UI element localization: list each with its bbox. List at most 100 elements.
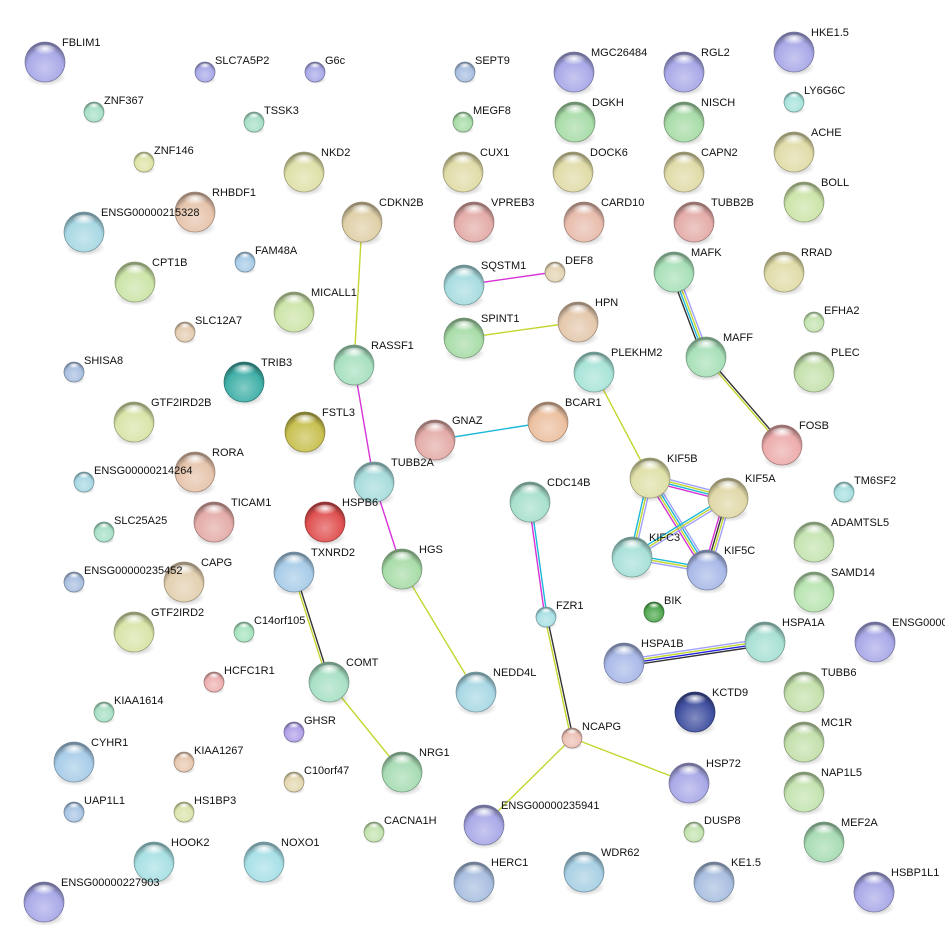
node-kif5a[interactable]: KIF5A <box>707 473 776 522</box>
node-capn2[interactable]: CAPN2 <box>663 147 738 196</box>
node-znf146[interactable]: ZNF146 <box>133 145 194 174</box>
node-hcfc1r1[interactable]: HCFC1R1 <box>203 665 275 694</box>
node-micall1[interactable]: MICALL1 <box>273 287 357 336</box>
node-bcar1[interactable]: BCAR1 <box>527 397 602 446</box>
node-shisa8[interactable]: SHISA8 <box>63 355 123 384</box>
node-cpt1b[interactable]: CPT1B <box>114 257 187 306</box>
node-txnrd2[interactable]: TXNRD2 <box>273 547 355 596</box>
node-ensg0000[interactable]: ENSG0000 <box>854 617 945 666</box>
node-fam48a[interactable]: FAM48A <box>234 245 298 274</box>
node-plekhm2[interactable]: PLEKHM2 <box>573 347 662 396</box>
node-ensg00000235452[interactable]: ENSG00000235452 <box>63 565 182 594</box>
node-ncapg[interactable]: NCAPG <box>561 721 621 750</box>
node-dgkh[interactable]: DGKH <box>554 97 624 146</box>
node-mc1r[interactable]: MC1R <box>783 717 852 766</box>
node-hgs[interactable]: HGS <box>381 544 443 593</box>
node-nedd4l[interactable]: NEDD4L <box>455 667 536 716</box>
node-spint1[interactable]: SPINT1 <box>443 313 520 362</box>
node-mgc26484[interactable]: MGC26484 <box>553 47 647 96</box>
node-dusp8[interactable]: DUSP8 <box>683 815 741 844</box>
node-herc1[interactable]: HERC1 <box>453 857 528 906</box>
node-ensg00000215328[interactable]: ENSG00000215328 <box>63 207 199 256</box>
node-gnaz[interactable]: GNAZ <box>414 415 483 464</box>
node-ly6g6c[interactable]: LY6G6C <box>783 85 845 114</box>
node-rora[interactable]: RORA <box>174 447 244 496</box>
node-vpreb3[interactable]: VPREB3 <box>453 197 534 246</box>
node-efha2[interactable]: EFHA2 <box>803 305 859 334</box>
node-cux1[interactable]: CUX1 <box>442 147 509 196</box>
node-card10[interactable]: CARD10 <box>563 197 644 246</box>
node-fzr1[interactable]: FZR1 <box>535 600 584 629</box>
edge-hspa1b-hspa1a[interactable] <box>623 638 766 667</box>
node-tm6sf2[interactable]: TM6SF2 <box>833 475 896 504</box>
node-nisch[interactable]: NISCH <box>663 97 735 146</box>
node-rassf1[interactable]: RASSF1 <box>333 340 414 389</box>
node-boll[interactable]: BOLL <box>783 177 849 226</box>
node-plec[interactable]: PLEC <box>793 347 860 396</box>
node-capg[interactable]: CAPG <box>163 557 232 606</box>
edge-ncapg-hsp72[interactable] <box>571 737 690 784</box>
node-ticam1[interactable]: TICAM1 <box>193 497 271 546</box>
node-kiaa1614[interactable]: KIAA1614 <box>93 695 164 724</box>
node-slc25a25[interactable]: SLC25A25 <box>93 515 167 544</box>
node-noxo1[interactable]: NOXO1 <box>243 837 320 886</box>
node-bik[interactable]: BIK <box>643 595 682 624</box>
node-hsbp1l1[interactable]: HSBP1L1 <box>853 867 939 916</box>
node-sept9[interactable]: SEPT9 <box>454 55 510 84</box>
node-kif5c[interactable]: KIF5C <box>686 545 755 594</box>
node-tubb2a[interactable]: TUBB2A <box>353 457 434 506</box>
edge-ncapg-ensg00000235941[interactable] <box>483 737 573 826</box>
node-hspa1b[interactable]: HSPA1B <box>603 638 684 687</box>
node-tubb6[interactable]: TUBB6 <box>783 667 856 716</box>
node-hspa1a[interactable]: HSPA1A <box>744 617 825 666</box>
node-cdkn2b[interactable]: CDKN2B <box>341 197 424 246</box>
node-gtf2ird2[interactable]: GTF2IRD2 <box>113 607 204 656</box>
node-adamtsl5[interactable]: ADAMTSL5 <box>793 517 889 566</box>
node-kctd9[interactable]: KCTD9 <box>674 687 748 736</box>
node-fosb[interactable]: FOSB <box>761 420 829 469</box>
node-sqstm1[interactable]: SQSTM1 <box>443 260 526 309</box>
node-rrad[interactable]: RRAD <box>763 247 832 296</box>
node-kiaa1267[interactable]: KIAA1267 <box>173 745 244 774</box>
node-mef2a[interactable]: MEF2A <box>803 817 878 866</box>
edge-fzr1-ncapg[interactable] <box>544 616 574 739</box>
node-slc7a5p2[interactable]: SLC7A5P2 <box>194 55 269 84</box>
node-hspb6[interactable]: HSPB6 <box>304 497 378 546</box>
node-def8[interactable]: DEF8 <box>544 255 593 284</box>
node-trib3[interactable]: TRIB3 <box>223 357 292 406</box>
node-comt[interactable]: COMT <box>308 657 379 706</box>
node-ensg00000235941[interactable]: ENSG00000235941 <box>463 800 599 849</box>
node-cacna1h[interactable]: CACNA1H <box>363 815 437 844</box>
node-hke1-5[interactable]: HKE1.5 <box>773 27 849 76</box>
node-c10orf47[interactable]: C10orf47 <box>283 765 349 794</box>
node-ke1-5[interactable]: KE1.5 <box>693 857 761 906</box>
node-fstl3[interactable]: FSTL3 <box>284 407 355 456</box>
node-slc12a7[interactable]: SLC12A7 <box>174 315 242 344</box>
node-ensg00000227903[interactable]: ENSG00000227903 <box>23 877 159 926</box>
node-hook2[interactable]: HOOK2 <box>133 837 210 886</box>
node-hpn[interactable]: HPN <box>557 297 618 346</box>
node-nap1l5[interactable]: NAP1L5 <box>783 767 862 816</box>
node-cyhr1[interactable]: CYHR1 <box>53 737 128 786</box>
node-gtf2ird2b[interactable]: GTF2IRD2B <box>113 397 212 446</box>
node-nkd2[interactable]: NKD2 <box>283 147 350 196</box>
node-dock6[interactable]: DOCK6 <box>552 147 628 196</box>
node-ache[interactable]: ACHE <box>773 127 842 176</box>
node-fblim1[interactable]: FBLIM1 <box>24 37 101 86</box>
node-rgl2[interactable]: RGL2 <box>663 47 730 96</box>
node-kif5b[interactable]: KIF5B <box>629 453 698 502</box>
node-hsp72[interactable]: HSP72 <box>668 758 741 807</box>
node-megf8[interactable]: MEGF8 <box>452 105 511 134</box>
node-tssk3[interactable]: TSSK3 <box>243 105 299 134</box>
node-maff[interactable]: MAFF <box>685 332 753 381</box>
node-g6c[interactable]: G6c <box>304 55 346 84</box>
node-tubb2b[interactable]: TUBB2B <box>673 197 754 246</box>
node-hs1bp3[interactable]: HS1BP3 <box>173 795 236 824</box>
node-c14orf105[interactable]: C14orf105 <box>233 615 305 644</box>
node-nrg1[interactable]: NRG1 <box>381 747 450 796</box>
node-rhbdf1[interactable]: RHBDF1 <box>174 187 256 236</box>
node-ghsr[interactable]: GHSR <box>283 715 336 744</box>
node-uap1l1[interactable]: UAP1L1 <box>63 795 125 824</box>
node-samd14[interactable]: SAMD14 <box>793 567 875 616</box>
node-wdr62[interactable]: WDR62 <box>563 847 640 896</box>
